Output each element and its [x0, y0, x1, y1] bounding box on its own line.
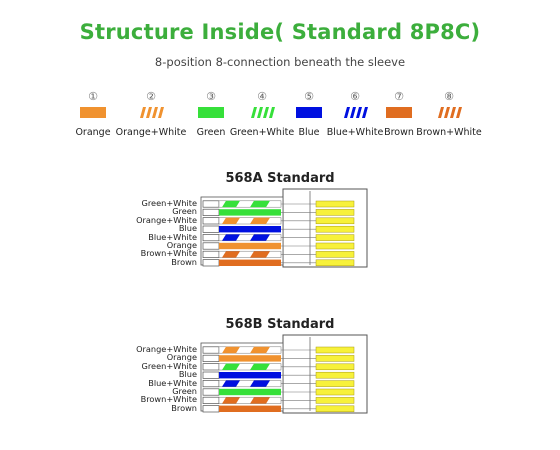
swatch-green — [198, 107, 224, 118]
wire-label-brown-white: Brown+White — [140, 394, 197, 405]
legend-label: Green — [196, 127, 226, 138]
legend-label: Brown — [384, 127, 414, 138]
legend-number: ⑦ — [394, 90, 404, 103]
wire-brown — [202, 259, 316, 267]
legend-number: ③ — [206, 90, 216, 103]
swatch-blue — [296, 107, 322, 118]
wire-label-orange: Orange — [166, 240, 197, 250]
standard-title: 568A Standard — [225, 171, 335, 186]
contact-pin — [315, 242, 355, 250]
wire-blue — [202, 371, 316, 379]
wire-label-green-white: Green+White — [141, 360, 197, 371]
wire-label-green-white: Green+White — [141, 198, 197, 208]
wire-label-orange: Orange — [166, 352, 197, 363]
legend-label: Orange+White — [115, 127, 187, 138]
legend-number: ④ — [257, 90, 267, 103]
legend-number: ⑧ — [444, 90, 454, 103]
wire-label-blue: Blue — [178, 223, 197, 234]
wire-label-blue-white: Blue+White — [148, 377, 197, 388]
wire-blue-white — [202, 234, 316, 242]
legend-label: Orange — [75, 127, 111, 138]
swatch-orange-white — [140, 107, 164, 118]
page-subtitle: 8-position 8-connection beneath the slee… — [154, 55, 406, 69]
contact-pin — [315, 225, 355, 233]
legend-label: Brown+White — [416, 127, 482, 138]
wire-green — [202, 208, 316, 216]
contact-pin — [315, 217, 355, 225]
wire-blue — [202, 225, 316, 233]
swatch-brown-white — [438, 107, 462, 118]
wire-orange-white — [202, 217, 316, 225]
wire-orange — [202, 354, 316, 362]
wire-label-brown: Brown — [171, 256, 197, 267]
contact-pin — [315, 371, 355, 379]
legend-number: ⑤ — [304, 90, 314, 103]
swatch-brown — [386, 107, 412, 118]
connector-diagram — [200, 334, 368, 414]
wire-green — [202, 388, 316, 396]
wire-label-brown: Brown — [171, 402, 197, 413]
wire-label-blue: Blue — [178, 369, 197, 380]
contact-pin — [315, 200, 355, 208]
contact-pin — [315, 209, 355, 216]
contact-pin — [315, 234, 355, 241]
wire-label-orange-white: Orange+White — [136, 214, 197, 225]
wire-green-white — [202, 363, 316, 371]
legend-label: Green+White — [229, 127, 295, 138]
contact-pin — [315, 397, 355, 404]
contact-pin — [315, 259, 355, 267]
swatch-orange — [80, 107, 106, 118]
wire-orange-white — [202, 346, 316, 354]
contact-pin — [315, 355, 355, 362]
wire-brown-white — [202, 396, 316, 404]
wire-label-green: Green — [172, 386, 197, 396]
page-title: Structure Inside( Standard 8P8C) — [79, 20, 481, 44]
legend-label: Blue — [298, 127, 320, 138]
legend-number: ① — [88, 90, 98, 103]
standard-title: 568B Standard — [225, 317, 335, 332]
contact-pin — [315, 405, 355, 413]
wire-brown — [202, 405, 316, 413]
contact-pin — [315, 388, 355, 396]
swatch-green-white — [251, 107, 275, 118]
wire-label-green: Green — [172, 206, 197, 217]
wire-label-blue-white: Blue+White — [148, 231, 197, 242]
contact-pin — [315, 251, 355, 258]
wire-blue-white — [202, 380, 316, 388]
legend-label: Blue+White — [326, 127, 384, 138]
legend-number: ② — [146, 90, 156, 103]
wire-brown-white — [202, 250, 316, 258]
contact-pin — [315, 346, 355, 354]
swatch-blue-white — [344, 107, 368, 118]
contact-pin — [315, 380, 355, 387]
wire-orange — [202, 242, 316, 250]
connector-diagram — [200, 188, 368, 268]
wire-label-brown-white: Brown+White — [140, 248, 197, 259]
wire-label-orange-white: Orange+White — [136, 344, 197, 354]
legend-number: ⑥ — [350, 90, 360, 103]
contact-pin — [315, 363, 355, 371]
wire-green-white — [202, 200, 316, 208]
